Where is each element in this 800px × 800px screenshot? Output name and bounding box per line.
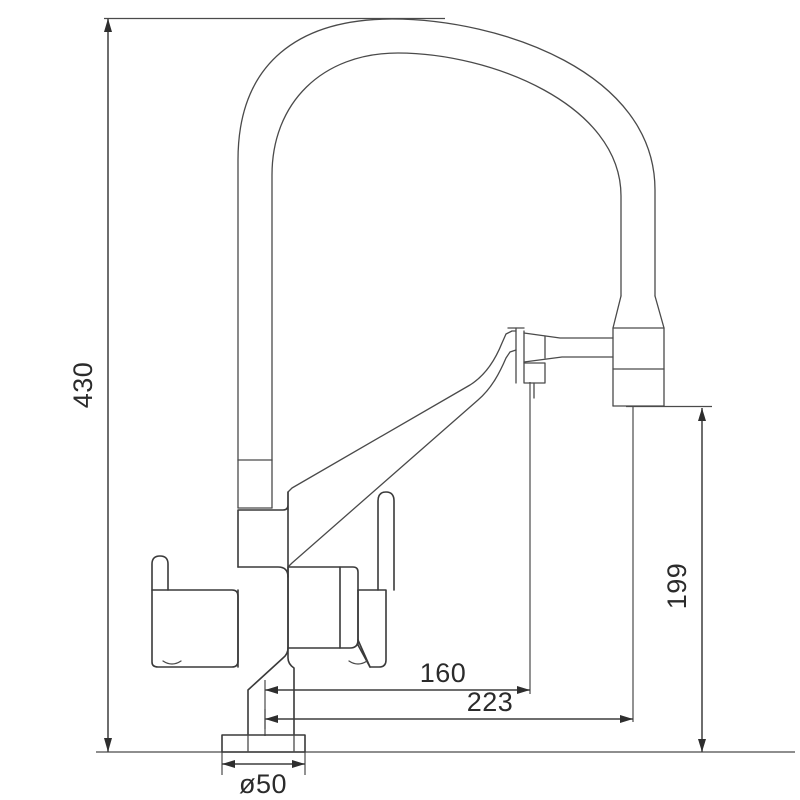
base-flange [221,734,306,753]
gooseneck-hose-arch [237,18,656,461]
gooseneck-inner-contour [271,52,622,461]
dimension-spout-reach-inner: 160 [264,658,530,700]
left-handle-block [151,589,239,668]
right-handle-angled-face [357,589,371,668]
right-handle-lever [377,491,395,591]
left-handle [151,555,239,668]
dimension-outlet-height: 199 [662,408,706,752]
dimension-spout-reach-outer: 223 [264,687,633,729]
mixer-body-left-shoulder [237,566,289,649]
left-handle-detail-arc [162,660,182,665]
arrowhead-199-bottom [698,739,706,752]
left-collar-sides [237,459,273,509]
spout-arm-horizontal-upper [523,332,614,339]
swivel-spout-arm [287,327,614,568]
spout-nozzle-body [523,362,546,384]
spout-arm-lower-contour [287,349,517,568]
arrowhead-base-left [222,760,235,768]
arrowhead-199-top [698,408,706,421]
arrowhead-base-right [292,760,305,768]
right-outlet-left-profile [612,295,622,407]
mixer-body [237,491,359,736]
left-riser-collar [237,459,273,509]
arrowhead-160-left [265,686,278,694]
dimension-extension-lines [96,17,795,753]
arrowhead-223-right [620,715,633,723]
dim-label-base-diameter: ø50 [239,769,287,799]
dimension-overall-height: 430 [68,18,112,752]
right-outlet-collar [612,295,665,407]
gooseneck-outer-contour [237,18,656,461]
dim-label-outlet-height: 199 [662,563,692,610]
spout-nozzle [523,362,546,399]
arrowhead-160-right [517,686,530,694]
dim-label-overall-height: 430 [68,362,98,409]
base-flange-body [221,734,306,753]
dim-label-spout-reach-inner: 160 [420,658,467,688]
right-outlet-right-profile [654,295,665,407]
arrowhead-430-top [104,18,112,32]
spout-arm-collar-verticals [515,327,525,384]
arrowhead-223-left [265,715,278,723]
mixer-body-right-shoulder [339,566,359,649]
mixer-body-center-block [287,566,341,649]
mixer-body-stem-right [287,647,295,736]
arrowhead-430-bottom [104,738,112,752]
right-handle [348,491,395,668]
right-handle-block [357,589,387,668]
spout-arm-upper-contour [287,330,517,511]
dimension-base-diameter: ø50 [221,752,306,799]
spout-arm-horizontal-lower [523,356,614,363]
left-handle-lever [151,555,169,591]
right-handle-detail-arc [348,660,368,665]
dim-label-spout-reach-outer: 223 [467,687,514,717]
mixer-body-left-outline [237,491,289,736]
